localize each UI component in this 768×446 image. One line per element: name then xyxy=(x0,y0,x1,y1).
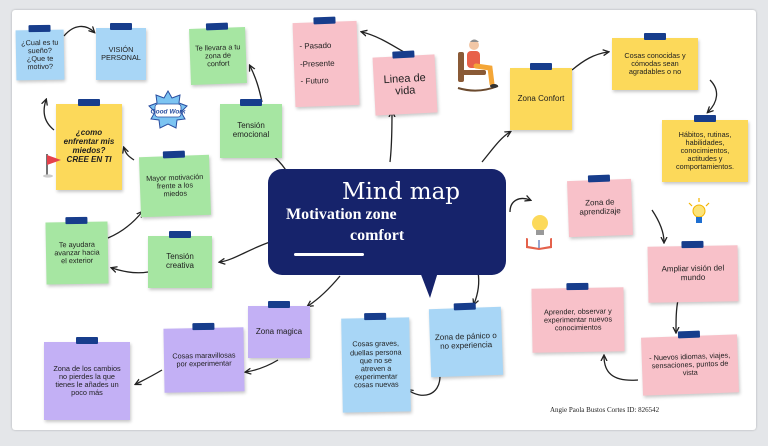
center-title: Mind map xyxy=(342,179,460,205)
flag-icon xyxy=(42,152,64,178)
arrow-center-to-zona-confort xyxy=(481,132,510,163)
arrow-cosas-conocidas-to-habitos xyxy=(708,79,718,112)
arrow-zona-confort-to-cosas-conocidas xyxy=(571,52,608,71)
center-subtitle-line-2: comfort xyxy=(350,227,405,244)
arrow-te-ayudara-to-mayor xyxy=(107,212,142,239)
arrow-como-to-cual xyxy=(44,100,55,131)
note-te-ayudara: Te ayudara avanzar hacia el exterior xyxy=(45,216,109,285)
note-zona-cambios: Zona de los cambios no pierdes la que ti… xyxy=(44,337,130,420)
note-cosas-maravillosas: Cosas maravillosas por experimentar xyxy=(163,322,245,393)
arrow-center-to-zona-panico xyxy=(474,271,480,304)
note-tension-creativa: Tensión creativa xyxy=(148,231,212,288)
note-cosas-graves: Cosas graves, duellas persona que no se … xyxy=(341,312,411,413)
note-habitos: Hábitos, rutinas, habilidades, conocimie… xyxy=(662,115,748,182)
rocking-chair-person-icon xyxy=(452,36,504,92)
author-credit: Angie Paola Bustos Cortes ID: 826542 xyxy=(550,406,660,414)
arrow-maravillosas-to-zona-cambios xyxy=(136,369,163,384)
center-subtitle-line-1: Motivation zone xyxy=(286,206,397,223)
note-zona-panico: Zona de pánico o no experiencia xyxy=(428,302,504,378)
arrow-tension-emocional-to-te-llevara xyxy=(250,66,263,103)
note-zona-confort: Zona Confort xyxy=(510,63,572,130)
arrow-tension-creativa-to-te-ayudara xyxy=(112,268,149,274)
note-mayor-motivacion: Mayor motivación frente a los miedos xyxy=(138,150,212,218)
center-speech-tail xyxy=(420,272,438,298)
arrow-center-to-tension-creativa xyxy=(220,241,271,262)
arrow-linea-vida-to-pasado xyxy=(362,32,405,53)
note-aprender-observar: Aprender, observar y experimentar nuevos… xyxy=(531,282,625,353)
note-ampliar-vision: Ampliar visión del mundo xyxy=(647,240,739,303)
note-como-enfrentar: ¿como enfrentar mis miedos? CREE EN TI xyxy=(56,99,122,190)
mind-map-board: Mind map Motivation zone comfort ¿Cual e… xyxy=(12,10,756,430)
arrow-cual-to-vision xyxy=(63,25,94,37)
arrow-panico-to-cosas-graves xyxy=(408,375,441,396)
note-cosas-conocidas: Cosas conocidas y cómodas sean agradable… xyxy=(612,33,698,90)
center-title-box: Mind map Motivation zone comfort xyxy=(268,169,506,275)
note-te-llevara: Te llevara a tu zona de confort xyxy=(189,22,247,85)
good-work-text: Good Work xyxy=(151,109,186,116)
arrow-center-to-zona-aprendizaje xyxy=(509,199,530,213)
arrow-center-to-zona-magica xyxy=(308,275,341,306)
arrow-nuevos-to-aprender xyxy=(604,356,639,381)
center-underline xyxy=(294,253,364,256)
note-linea-de-vida: Linea de vida xyxy=(372,50,438,116)
good-work-sticker-icon: Good Work xyxy=(148,89,188,130)
lightbulb-book-icon xyxy=(524,210,554,250)
arrow-ampliar-to-nuevos xyxy=(676,299,678,332)
arrow-mayor-to-como xyxy=(124,148,135,161)
note-vision-personal: VISIÓN PERSONAL xyxy=(96,23,146,80)
arrow-center-to-linea-vida xyxy=(390,112,392,163)
note-zona-magica: Zona magica xyxy=(248,301,310,358)
lightbulb-icon xyxy=(688,198,710,228)
note-zona-aprendizaje: Zona de aprendizaje xyxy=(567,174,633,238)
note-cual-es-tu-sueno: ¿Cual es tu sueño? ¿Que te motivo? xyxy=(15,24,65,81)
note-nuevos-idiomas: - Nuevos idiomas, viajes, sensaciones, p… xyxy=(641,330,739,396)
note-tension-emocional: Tensión emocional xyxy=(220,99,282,158)
arrow-zona-magica-to-maravillosas xyxy=(246,359,279,372)
note-pasado-presente-futuro: - Pasado -Presente - Futuro xyxy=(292,16,360,108)
arrow-aprendizaje-to-ampliar xyxy=(651,209,664,242)
